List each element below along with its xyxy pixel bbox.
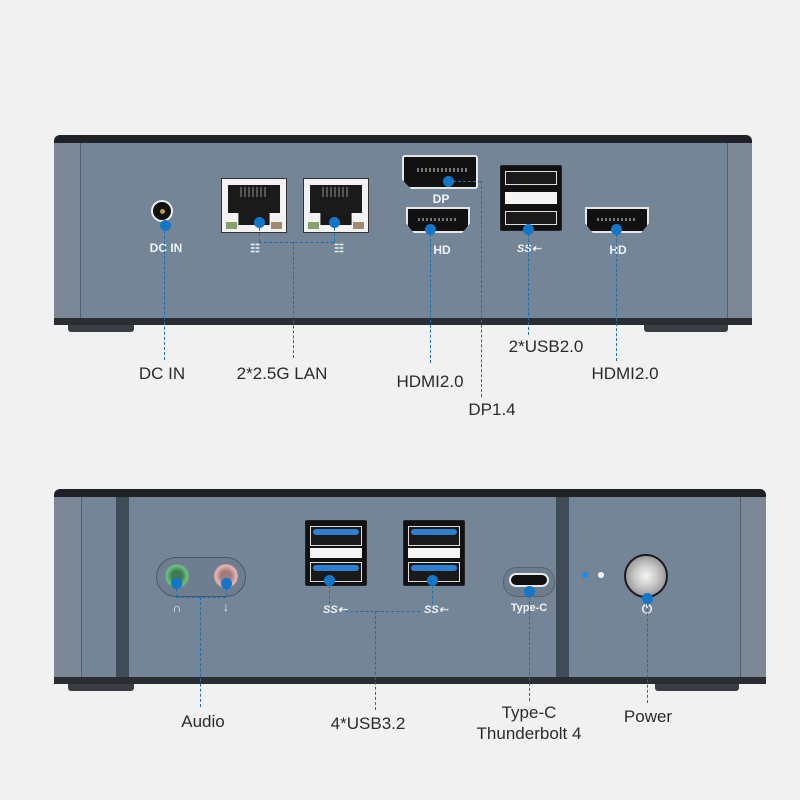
rubber-foot: [68, 684, 134, 691]
power-button[interactable]: [624, 554, 668, 598]
chassis-groove: [556, 497, 569, 677]
usb3-2-marker: [426, 574, 438, 586]
callout-audio: Audio: [181, 712, 225, 731]
leader-line: [529, 591, 530, 701]
typec-port[interactable]: [509, 573, 549, 587]
hdmi-left-marker: [424, 223, 436, 235]
chassis-right-side: [727, 143, 752, 318]
network-icon: ☷: [334, 243, 344, 255]
status-led-white: [598, 572, 604, 578]
leader-line: [293, 242, 294, 358]
rubber-foot: [68, 325, 134, 332]
chassis-bottom-edge: [54, 318, 752, 325]
rubber-foot: [644, 325, 728, 332]
dc-in-port[interactable]: [151, 200, 173, 222]
leader-line: [226, 583, 227, 597]
callout-hdmi-right: HDMI2.0: [591, 364, 659, 383]
edge-line: [81, 497, 82, 677]
leader-line: [481, 181, 482, 397]
callout-usb2: 2*USB2.0: [508, 337, 584, 356]
leader-line: [259, 222, 260, 242]
dc-in-port-label: DC IN: [149, 241, 183, 255]
leader-line: [176, 583, 177, 597]
superspeed-usb-icon: SS⇠: [424, 604, 448, 616]
mic-marker: [220, 577, 232, 589]
chassis-bottom-edge: [54, 677, 766, 684]
status-led-blue: [582, 572, 588, 578]
hdmi-right-marker: [610, 223, 622, 235]
callout-dc-in: DC IN: [138, 364, 186, 383]
superspeed-usb-icon: SS⇠: [517, 243, 541, 255]
chassis-top-edge: [54, 489, 766, 497]
leader-line: [259, 242, 334, 243]
dc-in-marker: [159, 219, 171, 231]
usb2-port-stack[interactable]: [500, 165, 562, 231]
leader-line: [334, 222, 335, 242]
callout-thunderbolt: Thunderbolt 4: [476, 724, 582, 743]
network-icon: ☷: [250, 243, 260, 255]
leader-line: [200, 597, 201, 707]
hdmi-port-left[interactable]: [406, 207, 470, 233]
microphone-icon: ↓: [223, 600, 229, 614]
chassis-front-left-strip: [81, 497, 116, 677]
superspeed-usb-icon: SS⇠: [323, 604, 347, 616]
displayport-port[interactable]: [402, 155, 478, 189]
leader-line: [329, 580, 330, 604]
usb2-marker: [522, 223, 534, 235]
headphone-icon: ∩: [172, 601, 182, 615]
rubber-foot: [655, 684, 739, 691]
callout-usb3: 4*USB3.2: [330, 714, 406, 733]
leader-line: [176, 597, 226, 598]
chassis-right-side: [740, 497, 766, 677]
dp-marker: [442, 175, 454, 187]
chassis-groove: [116, 497, 129, 677]
leader-line: [164, 226, 165, 360]
callout-dp: DP1.4: [468, 400, 516, 419]
chassis-left-side: [54, 143, 80, 318]
hdmi-right-port-label: HD: [609, 243, 627, 257]
power-marker: [641, 592, 653, 604]
leader-line: [430, 229, 431, 363]
usb3-port-stack-1[interactable]: [305, 520, 367, 586]
leader-line: [345, 611, 420, 612]
edge-line: [740, 497, 741, 677]
typec-marker: [523, 585, 535, 597]
leader-line: [375, 611, 376, 710]
chassis-left-side: [54, 497, 81, 677]
usb3-1-marker: [323, 574, 335, 586]
leader-line: [647, 598, 648, 703]
chassis-top-edge: [54, 135, 752, 143]
callout-power: Power: [623, 707, 673, 726]
hdmi-left-port-label: HD: [433, 243, 451, 257]
headphone-marker: [170, 577, 182, 589]
leader-line: [616, 229, 617, 361]
leader-line: [528, 229, 529, 335]
callout-hdmi-left: HDMI2.0: [396, 372, 464, 391]
lan-1-marker: [253, 216, 265, 228]
edge-line: [727, 143, 728, 318]
edge-line: [80, 143, 81, 318]
leader-line: [448, 181, 481, 182]
dp-port-label: DP: [432, 192, 450, 206]
callout-typec: Type-C: [501, 703, 557, 722]
callout-lan: 2*2.5G LAN: [236, 364, 328, 383]
leader-line: [432, 580, 433, 604]
lan-2-marker: [328, 216, 340, 228]
